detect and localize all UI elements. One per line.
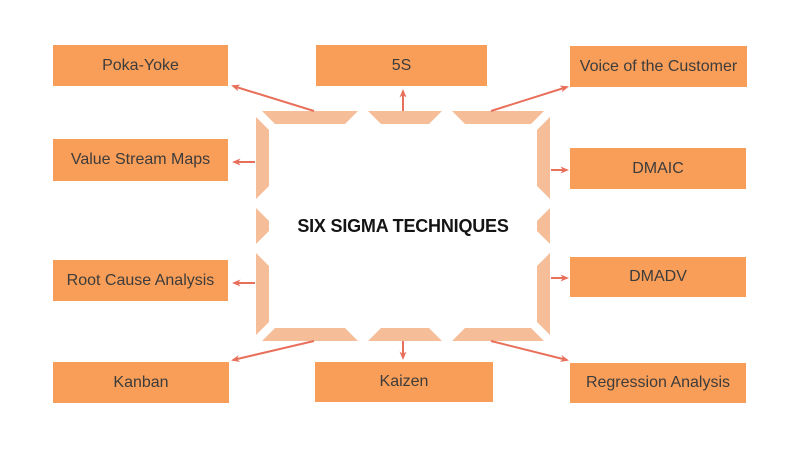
- frame-dash-top-middle: [368, 111, 442, 124]
- arrow-regression-analysis: [490, 340, 569, 362]
- node-kaizen: Kaizen: [315, 362, 493, 402]
- node-dmadv: DMADV: [570, 257, 746, 297]
- node-dmaic: DMAIC: [570, 148, 746, 189]
- frame-dash-right-middle: [537, 208, 550, 244]
- frame-dash-bottom-left: [262, 328, 358, 341]
- frame-dash-left-middle: [256, 208, 269, 244]
- node-5s: 5S: [316, 45, 487, 86]
- node-voice-of-the-customer: Voice of the Customer: [570, 46, 747, 87]
- frame-dash-bottom-right: [452, 328, 544, 341]
- frame-dash-left-top: [256, 117, 269, 199]
- arrow-voice-of-the-customer: [490, 85, 569, 112]
- frame-dash-top-right: [452, 111, 544, 124]
- arrow-poka-yoke: [231, 84, 315, 112]
- node-regression-analysis: Regression Analysis: [570, 363, 746, 403]
- node-kanban: Kanban: [53, 362, 229, 403]
- center-title: SIX SIGMA TECHNIQUES: [297, 215, 509, 236]
- center-frame: [256, 111, 550, 341]
- frame-dash-left-bottom: [256, 253, 269, 335]
- arrow-kanban: [231, 340, 315, 362]
- arrows: [231, 84, 569, 362]
- node-value-stream-maps: Value Stream Maps: [53, 139, 228, 181]
- frame-dash-right-top: [537, 117, 550, 199]
- frame-dash-top-left: [262, 111, 358, 124]
- frame-dash-bottom-middle: [368, 328, 442, 341]
- frame-dash-right-bottom: [537, 253, 550, 335]
- node-poka-yoke: Poka-Yoke: [53, 45, 228, 86]
- node-root-cause-analysis: Root Cause Analysis: [53, 260, 228, 301]
